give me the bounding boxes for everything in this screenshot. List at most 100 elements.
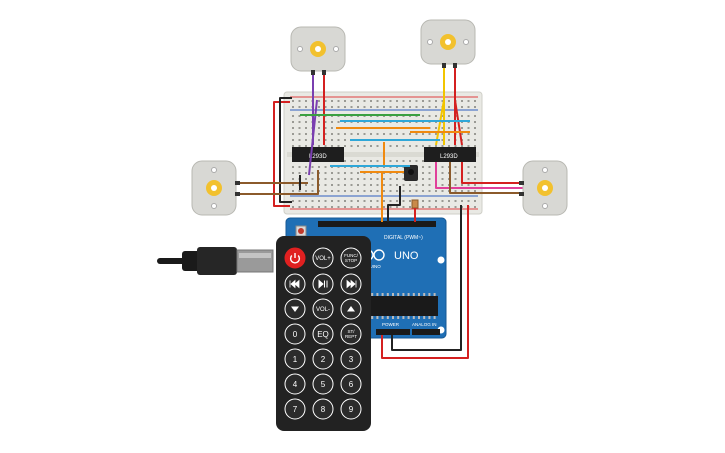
wire-red[interactable]	[454, 99, 463, 146]
usb-cable[interactable]	[157, 247, 274, 275]
breadboard-hole	[428, 200, 431, 202]
breadboard-hole	[337, 172, 340, 174]
breadboard-hole	[461, 133, 463, 135]
breadboard-hole	[467, 145, 470, 147]
breadboard-hole	[344, 178, 346, 180]
wire-black[interactable]	[387, 186, 401, 222]
breadboard-hole	[292, 115, 294, 117]
remote-button-4[interactable]: 4	[284, 373, 306, 395]
remote-button-rewind[interactable]	[284, 273, 306, 295]
breadboard-hole	[474, 206, 476, 208]
breadboard-hole	[428, 184, 431, 186]
ir-receiver-lens	[408, 169, 414, 175]
remote-button-3[interactable]: 3	[340, 348, 362, 370]
remote-button-vol[interactable]: VOL+	[312, 247, 334, 269]
breadboard-hole	[415, 133, 418, 135]
power-icon	[289, 255, 301, 264]
remote-button-face	[312, 348, 334, 370]
breadboard-hole	[402, 184, 405, 186]
breadboard-hole	[311, 178, 314, 180]
ir-receiver[interactable]	[404, 165, 418, 181]
breadboard-hole	[383, 206, 385, 208]
breadboard-hole	[318, 200, 320, 202]
chip-pin	[407, 293, 410, 296]
dc-motor-top-left[interactable]	[290, 26, 346, 75]
wire-pink[interactable]	[435, 162, 524, 189]
remote-button-2[interactable]: 2	[312, 348, 334, 370]
wire-brown[interactable]	[235, 170, 319, 195]
breadboard-hole	[331, 184, 333, 186]
wire-red[interactable]	[381, 205, 469, 359]
breadboard-hole	[324, 206, 327, 208]
l293d-chip-left[interactable]: L293D	[292, 147, 344, 162]
remote-button-8[interactable]: 8	[312, 398, 334, 420]
wire-yellow[interactable]	[435, 99, 445, 146]
wire-red[interactable]	[273, 101, 290, 207]
motor-terminal	[235, 192, 240, 196]
breadboard-hole	[298, 190, 301, 192]
chip-pin	[428, 316, 431, 319]
wire-brown[interactable]	[449, 162, 524, 194]
wire-purple[interactable]	[308, 99, 318, 176]
dc-motor-right[interactable]	[519, 160, 568, 216]
chip-pin	[423, 293, 426, 296]
remote-button-st-rept[interactable]: ST/REPT	[340, 323, 362, 345]
remote-button-5[interactable]: 5	[312, 373, 334, 395]
wire-black[interactable]	[391, 205, 462, 351]
breadboard-hole	[344, 106, 346, 108]
breadboard-hole	[370, 106, 372, 108]
remote-button-vol[interactable]: VOL-	[312, 298, 334, 320]
breadboard-hole	[389, 133, 392, 135]
remote-button-0[interactable]: 0	[284, 323, 306, 345]
resistor[interactable]	[411, 199, 419, 209]
dc-motor-top-right[interactable]	[420, 19, 476, 68]
remote-button-label: EQ	[317, 330, 329, 339]
dc-motor-left[interactable]	[191, 160, 240, 216]
breadboard-hole	[396, 178, 398, 180]
analog-header-label: ANALOG IN	[412, 322, 437, 327]
chip-pin	[402, 293, 405, 296]
breadboard-hole	[363, 178, 366, 180]
breadboard-hole	[454, 172, 457, 174]
breadboard-hole	[311, 166, 314, 168]
atmega-chip	[364, 296, 438, 316]
breadboard-hole	[454, 200, 457, 202]
remote-button-face	[312, 323, 334, 345]
remote-button-down-arrow[interactable]	[284, 298, 306, 320]
remote-button-9[interactable]: 9	[340, 398, 362, 420]
remote-button-1[interactable]: 1	[284, 348, 306, 370]
breadboard-hole	[396, 160, 398, 162]
breadboard-hole	[402, 200, 405, 202]
breadboard-hole	[357, 184, 359, 186]
motor-shaft	[211, 185, 217, 191]
breadboard-hole	[298, 100, 301, 102]
remote-button-7[interactable]: 7	[284, 398, 306, 420]
remote-button-power[interactable]	[284, 247, 306, 269]
breadboard-hole	[389, 200, 392, 202]
breadboard-hole	[422, 115, 424, 117]
reset-button-cap	[298, 228, 304, 234]
breadboard-hole	[298, 166, 301, 168]
l293d-chip-right[interactable]: L293D	[424, 147, 476, 162]
chip-pin	[402, 316, 405, 319]
breadboard-hole	[402, 206, 405, 208]
wire-red[interactable]	[461, 162, 524, 184]
chip-pin	[433, 316, 436, 319]
remote-button-up-arrow[interactable]	[340, 298, 362, 320]
motor-terminal	[519, 181, 524, 185]
remote-button-fast-forward[interactable]	[340, 273, 362, 295]
motor-terminal	[311, 70, 315, 75]
remote-button-face	[340, 348, 362, 370]
breadboard-hole	[344, 172, 346, 174]
remote-button-func-stop[interactable]: FUNC/STOP	[340, 247, 362, 269]
remote-button-eq[interactable]: EQ	[312, 323, 334, 345]
breadboard-hole	[305, 145, 307, 147]
wire-black[interactable]	[279, 97, 292, 203]
breadboard-hole	[324, 106, 327, 108]
remote-button-play-pause[interactable]	[312, 273, 334, 295]
remote-button-6[interactable]: 6	[340, 373, 362, 395]
breadboard-hole	[448, 200, 450, 202]
breadboard-hole	[376, 190, 379, 192]
breadboard-hole	[428, 206, 431, 208]
